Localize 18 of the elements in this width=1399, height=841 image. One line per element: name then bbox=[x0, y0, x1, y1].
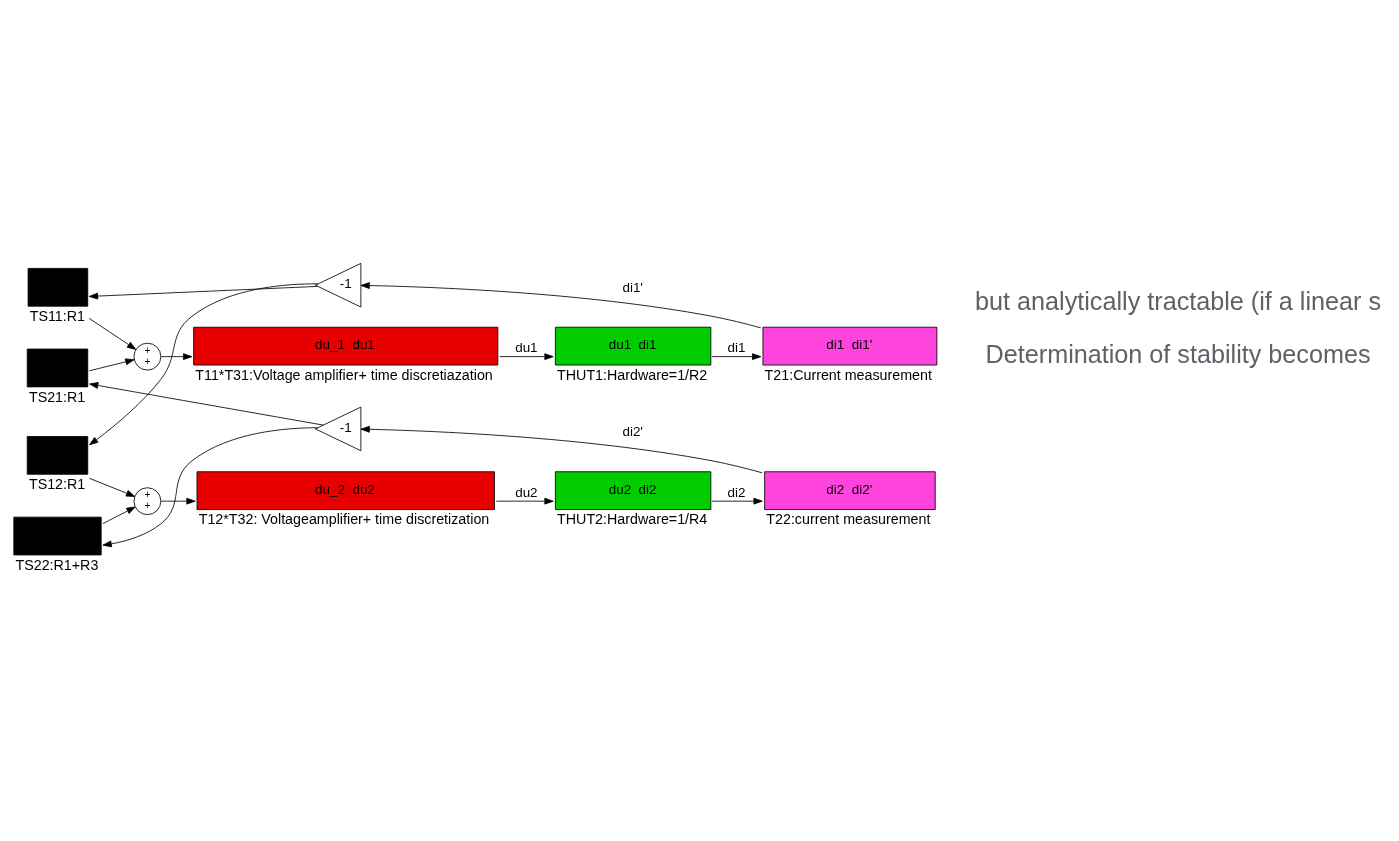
edge-label: di1' bbox=[622, 279, 643, 295]
node-label: TS11:R1 bbox=[29, 308, 86, 325]
node-label: T12*T32: Voltageamplifier+ time discretization bbox=[198, 511, 490, 528]
node-label: THUT1:Hardware=1/R2 bbox=[557, 366, 708, 383]
node-label: TS12:R1 bbox=[28, 476, 86, 493]
edge-label: di2 bbox=[727, 484, 746, 500]
node-label: TS22:R1+R3 bbox=[15, 556, 99, 573]
edge-label: du2 bbox=[515, 484, 538, 500]
node-label: T21:Current measurement bbox=[764, 366, 932, 383]
node-label: T11*T31:Voltage amplifier+ time discretiazation bbox=[195, 366, 493, 383]
node-label: TS21:R1 bbox=[28, 388, 86, 405]
edge-label: du1 bbox=[515, 340, 538, 356]
edge-label: di1 bbox=[727, 340, 746, 356]
label: Determination of stability becomes bbox=[985, 339, 1371, 368]
node-label: THUT2:Hardware=1/R4 bbox=[557, 511, 708, 528]
node-label: T22:current measurement bbox=[766, 511, 931, 528]
edge-label: di2' bbox=[622, 424, 643, 440]
label: but analytically tractable (if a linear s bbox=[975, 287, 1382, 315]
